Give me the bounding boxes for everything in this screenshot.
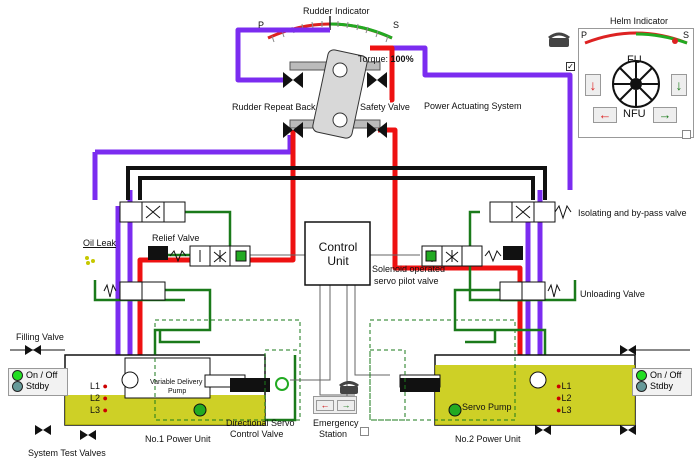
unit1-stdby-button[interactable]: Stdby (12, 381, 64, 393)
unit1-level-l1: L1 (90, 381, 101, 391)
solenoid-valve-right (421, 245, 502, 267)
isolating-bypass-label: Isolating and by-pass valve (578, 208, 687, 218)
variable-pump-label-2: Pump (168, 388, 187, 395)
emergency-checkbox[interactable] (360, 427, 369, 436)
rudder-indicator-gauge (267, 16, 393, 43)
variable-pump-label-1: Variable Delivery (150, 379, 203, 386)
unit1-stdby-label: Stdby (26, 381, 50, 392)
directional-label-1: Directional Servo (226, 418, 295, 428)
nfu-port-button[interactable]: ← (593, 107, 617, 123)
unloading-valve-label: Unloading Valve (580, 289, 645, 299)
relief-valve-right (503, 246, 523, 260)
filling-valve (10, 345, 65, 355)
unit2-on-off-button[interactable]: On / Off (636, 370, 688, 382)
on-led-icon (12, 370, 23, 382)
rudder-port-label: P (258, 20, 265, 30)
unit2-level-l1: L1 (561, 381, 572, 391)
unit2-on-off-label: On / Off (650, 370, 682, 380)
on-led-icon (636, 370, 647, 382)
emergency-phone-icon[interactable] (338, 381, 360, 395)
stdby-led-icon (636, 381, 647, 393)
unit2-stdby-button[interactable]: Stdby (636, 381, 688, 393)
torque-value: 100% (390, 54, 414, 64)
control-unit-line2: Unit (327, 254, 349, 268)
helm-indicator-panel: P S FU NFU ↓ ↓ ← → (578, 28, 694, 138)
relief-valve-label: Relief Valve (152, 233, 200, 243)
black-control-lines (126, 166, 547, 200)
unit1-level-l2: L2 (90, 393, 101, 403)
nfu-stbd-button[interactable]: → (653, 107, 677, 123)
isolating-valve-right (489, 201, 572, 223)
safety-valves (283, 72, 387, 138)
helm-port-label: P (581, 30, 588, 40)
system-test-valves-label: System Test Valves (28, 448, 106, 458)
fu-stbd-button[interactable]: ↓ (671, 74, 687, 96)
unit2-level-l2: L2 (561, 393, 572, 403)
unit1-levels: L1 ● L2 ● L3 ● (90, 381, 108, 415)
power-actuating-label: Power Actuating System (424, 101, 522, 111)
torque-label: Torque: (358, 54, 389, 64)
rudder-actuator (289, 49, 381, 139)
helm-wheel-icon (584, 31, 688, 108)
no2-power-unit-label: No.2 Power Unit (455, 434, 521, 444)
torque-readout: Torque: 100% (358, 54, 414, 65)
oil-leak-label: Oil Leak (83, 238, 117, 248)
unit2-stdby-label: Stdby (650, 381, 674, 392)
rudder-indicator-title: Rudder Indicator (303, 6, 370, 16)
emergency-stbd-button[interactable]: → (337, 400, 355, 411)
unit1-on-off-label: On / Off (26, 370, 58, 380)
filling-valve-right (620, 345, 690, 355)
unit1-level-l3: L3 (90, 405, 101, 415)
relief-valve-left (148, 246, 168, 260)
nfu-label: NFU (623, 108, 646, 120)
control-unit-line1: Control (318, 240, 358, 254)
rudder-repeat-back-label: Rudder Repeat Back (232, 102, 316, 112)
unloading-valve-left (103, 281, 166, 301)
directional-label-2: Control Valve (230, 429, 284, 439)
control-unit-label: Control Unit (313, 240, 363, 268)
emergency-port-button[interactable]: ← (316, 400, 334, 411)
safety-valve-label: Safety Valve (360, 102, 410, 112)
unit2-level-l3: L3 (561, 405, 572, 415)
servo-pump-label: Servo Pump (462, 402, 512, 412)
directional-servo-left (230, 377, 289, 392)
isolating-valve-left (119, 201, 186, 223)
emergency-label-1: Emergency (313, 418, 359, 428)
emergency-station-panel: ← → (313, 396, 357, 414)
helm-checkbox[interactable] (682, 130, 691, 139)
unit1-control-panel: On / Off Stdby (8, 368, 68, 396)
filling-valve-label: Filling Valve (16, 332, 64, 342)
emergency-label-2: Station (319, 429, 348, 439)
solenoid-label-1: Solenoid operated (372, 264, 446, 274)
oil-leak-icon (84, 252, 102, 265)
unit2-levels: ●L1 ●L2 ●L3 (556, 381, 572, 415)
stdby-led-icon (12, 381, 23, 393)
directional-servo-right (400, 378, 440, 392)
helm-indicator-title: Helm Indicator (610, 16, 669, 26)
system-test-valves (35, 425, 636, 440)
fu-label: FU (627, 54, 642, 66)
helm-check-box-checked[interactable]: ✓ (566, 62, 575, 71)
rudder-stbd-label: S (393, 20, 400, 30)
helm-stbd-label: S (683, 30, 690, 40)
control-unit-box (304, 221, 371, 286)
helm-phone-icon[interactable] (547, 32, 571, 48)
solenoid-label-2: servo pilot valve (374, 276, 439, 286)
solenoid-valve-left (169, 245, 251, 267)
unloading-valve-right (499, 281, 561, 301)
fu-port-button[interactable]: ↓ (585, 74, 601, 96)
unit2-control-panel: On / Off Stdby (632, 368, 692, 396)
unit1-on-off-button[interactable]: On / Off (12, 370, 64, 382)
no1-power-unit-label: No.1 Power Unit (145, 434, 211, 444)
